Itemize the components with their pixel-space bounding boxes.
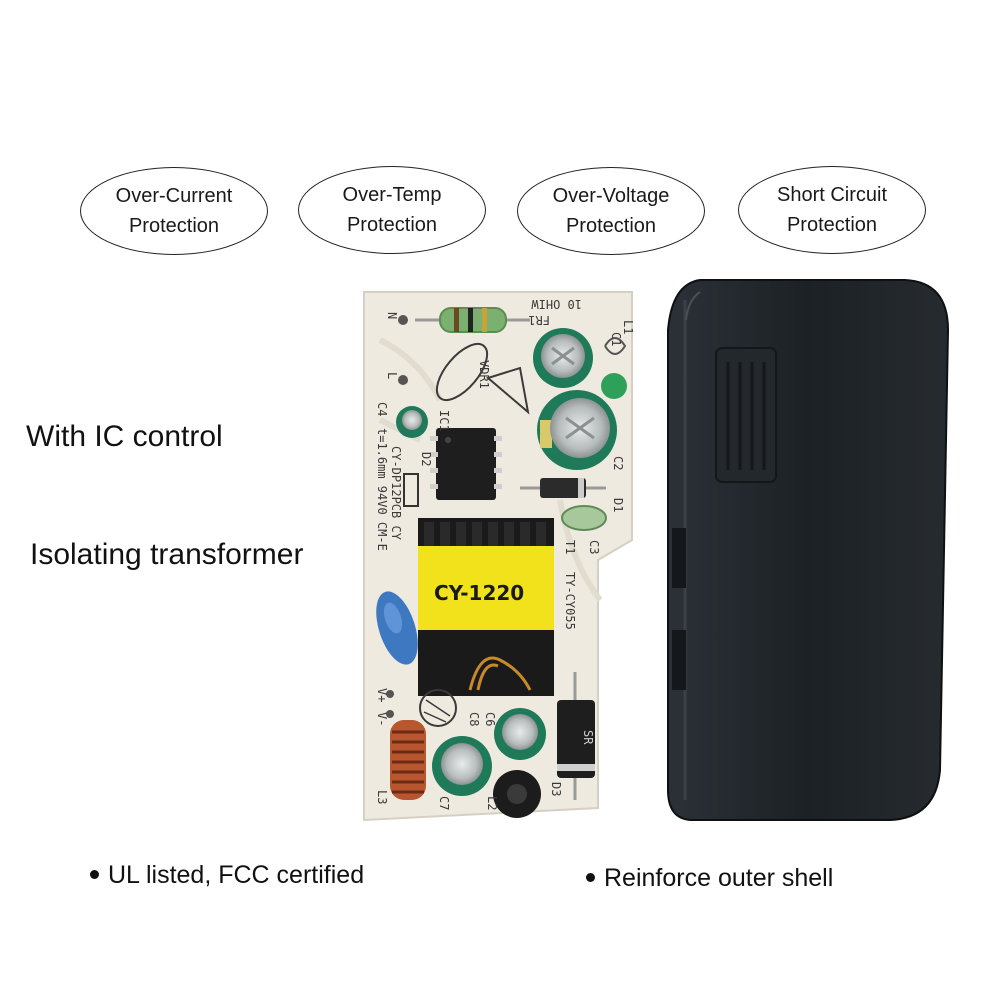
pcb-text-sr: SR	[581, 730, 595, 745]
pcb-text-vdr: VDR1	[477, 360, 491, 389]
pcb-text-d2: D2	[419, 452, 433, 466]
badge-over-current: Over-Current Protection	[80, 167, 268, 255]
badge-short-circuit: Short Circuit Protection	[738, 166, 926, 254]
capacitor-c2	[537, 390, 617, 470]
badge-over-voltage: Over-Voltage Protection	[517, 167, 705, 255]
capacitor-c6	[494, 708, 546, 760]
pcb-text-model: CY-DP12PCB CY	[389, 446, 403, 541]
bullet-ul-listed: UL listed, FCC certified	[90, 861, 364, 890]
capacitor-c7	[432, 736, 492, 796]
diode-d1	[520, 478, 606, 498]
badge-line1: Over-Current	[115, 185, 233, 207]
pcb-text-n: N	[385, 312, 399, 319]
label-isolating-transformer: Isolating transformer	[30, 538, 304, 571]
label-ic-control: With IC control	[26, 420, 223, 453]
pcb-text-c1: C1	[609, 332, 623, 346]
pcb-text-vminus: V-	[375, 712, 389, 726]
diode-d3	[557, 672, 595, 800]
pcb-text-ic1: IC1	[437, 410, 451, 432]
resistor-fr1	[415, 307, 530, 333]
capacitor-c1	[533, 328, 593, 388]
pcb-text-d3: D3	[549, 782, 563, 796]
pcb-text-c4: C4	[375, 402, 389, 416]
transformer-marking: CY-1220	[434, 581, 524, 605]
inductor-l3	[390, 720, 426, 800]
x-capacitor	[376, 591, 418, 665]
pcb-text-power: 10 OHIW	[531, 297, 582, 311]
pcb-text-c6: C6	[483, 712, 497, 726]
pcb-text-l3: L3	[375, 790, 389, 804]
pcb-text-c7: C7	[437, 796, 451, 810]
bullet-outer-shell: Reinforce outer shell	[586, 864, 833, 893]
pcb-text-d1: D1	[611, 498, 625, 512]
pcb-text-fr1: FR1	[528, 313, 550, 327]
pcb-text-c3: C3	[587, 540, 601, 554]
inductor-l2	[493, 770, 541, 818]
pcb-text-l1: L1	[621, 320, 635, 334]
badge-line1: Over-Temp	[342, 184, 442, 206]
outer-shell	[667, 279, 950, 821]
transformer: CY-1220	[418, 518, 554, 696]
badge-line2: Protection	[128, 215, 220, 237]
pcb-text-l: L	[385, 372, 399, 379]
badge-line2: Protection	[786, 214, 878, 236]
badge-over-temp: Over-Temp Protection	[298, 166, 486, 254]
badge-line2: Protection	[565, 215, 657, 237]
bullet-text: UL listed, FCC certified	[108, 861, 365, 889]
pcb-text-c2: C2	[611, 456, 625, 470]
pcb-text-t1: T1	[563, 540, 577, 554]
bullet-dot	[586, 872, 595, 882]
pcb-text-vplus: V+	[375, 688, 389, 702]
bullet-text: Reinforce outer shell	[604, 864, 834, 892]
ic-chip	[396, 406, 502, 500]
pcb-text-l2: L2	[485, 796, 499, 810]
badge-line2: Protection	[346, 214, 438, 236]
pcb-text-c8: C8	[467, 712, 481, 726]
pcb-text-ty: TY-CY055	[563, 572, 577, 630]
badge-line1: Over-Voltage	[552, 185, 670, 207]
badge-line1: Short Circuit	[776, 184, 888, 206]
pcb-text-board: t=1.6mm 94V0 CM-E	[375, 428, 389, 551]
bullet-dot	[90, 869, 99, 879]
